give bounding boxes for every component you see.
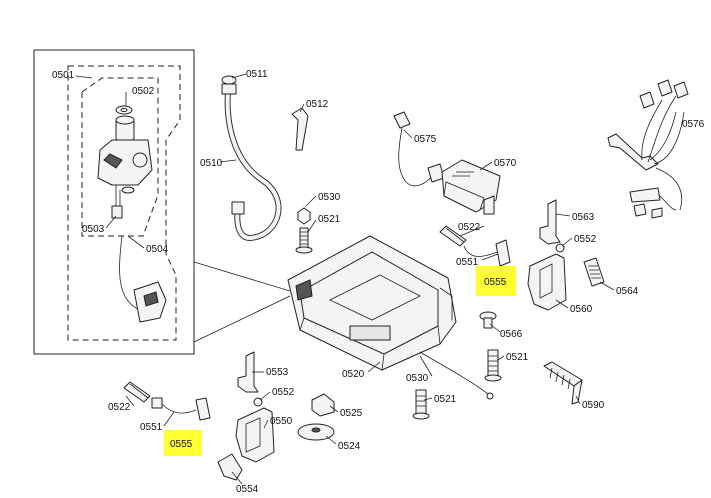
leader-lines [75,73,615,485]
main-wire-harness [607,79,689,219]
label-0551-right: 0551 [456,257,479,268]
label-0521-right: 0521 [506,352,529,363]
inlet-valve-assembly [97,105,167,323]
sensor-assembly-left [123,381,211,421]
connector-0564 [583,257,605,287]
label-0553: 0553 [266,367,289,378]
label-0560: 0560 [570,304,593,315]
label-0522-right: 0522 [458,222,481,233]
inset-panel [33,49,291,355]
label-0566: 0566 [500,329,523,340]
adjustable-foot-upper [295,207,313,254]
valve-0566 [479,311,497,329]
label-0503: 0503 [82,224,105,235]
label-0501: 0501 [52,70,75,81]
adjustable-foot-lower [412,389,430,420]
control-module [441,159,501,215]
part-0554 [217,453,243,481]
label-0520: 0520 [342,369,365,380]
label-0564: 0564 [616,286,639,297]
label-0551-left: 0551 [140,422,163,433]
adjustable-foot-right [484,349,502,382]
label-0552-right: 0552 [574,234,597,245]
drain-hose [221,75,282,242]
label-0521-upper: 0521 [318,214,341,225]
label-0504: 0504 [146,244,169,255]
label-0525: 0525 [340,408,363,419]
label-0590: 0590 [582,400,605,411]
base-frame [287,235,457,371]
label-0530-lower: 0530 [406,373,429,384]
part-0525 [311,393,335,417]
label-0552-left: 0552 [272,387,295,398]
label-0554: 0554 [236,484,259,495]
label-0524: 0524 [338,441,361,452]
label-0576: 0576 [682,119,705,130]
bracket-0553 [237,351,263,407]
label-0575: 0575 [414,134,437,145]
bracket-0563 [539,199,565,253]
part-labels: 0501 0502 0503 0504 0511 0510 0512 0530 … [52,69,705,495]
label-0555-left: 0555 [170,439,193,450]
label-0522-left: 0522 [108,402,131,413]
label-0521-lower: 0521 [434,394,457,405]
label-0570: 0570 [494,158,517,169]
wire-harness-0575 [393,111,445,187]
label-0512: 0512 [306,99,329,110]
highlight-0555-right [476,266,516,296]
part-0524 [297,423,335,441]
label-0511: 0511 [246,69,268,80]
mounting-plate-0560 [527,253,567,311]
label-0530-upper: 0530 [318,192,341,203]
hose-clip [291,107,309,151]
label-0510: 0510 [200,158,223,169]
label-0555-right: 0555 [484,277,507,288]
label-0563: 0563 [572,212,595,223]
part-0590 [543,361,583,405]
label-0502: 0502 [132,86,155,97]
label-0550: 0550 [270,416,293,427]
highlight-0555-left [164,430,202,456]
cable-0530 [419,351,494,400]
mounting-plate-0550 [235,407,275,463]
